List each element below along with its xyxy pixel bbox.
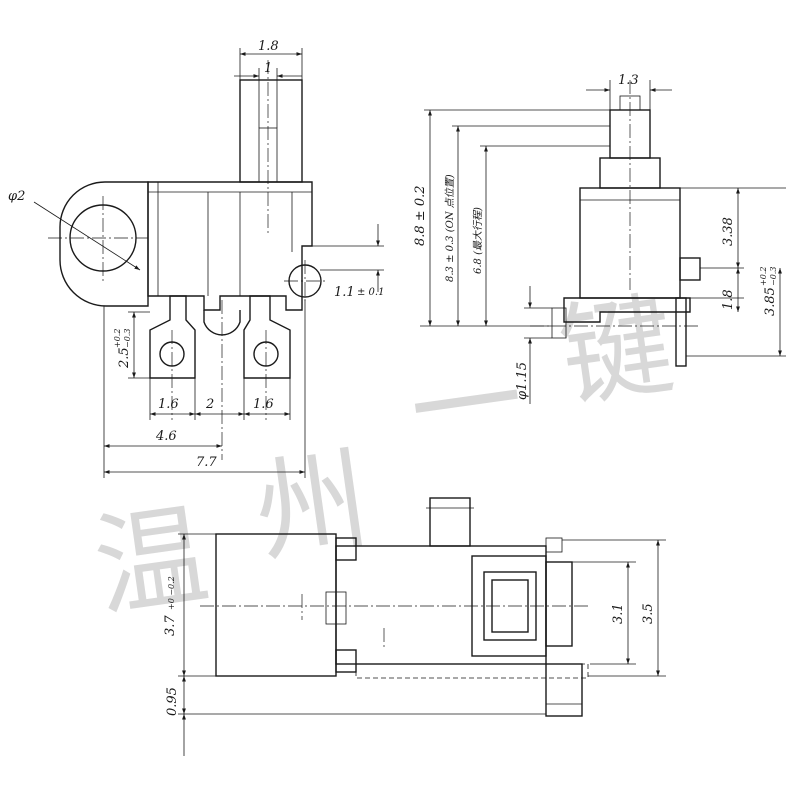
top-side-block [545, 561, 573, 647]
watermark: 温 州 一 键 [87, 280, 682, 634]
watermark-char-3: 一 [402, 335, 531, 479]
top-view: 3.7 +0 −0.2 0.95 3.1 3.5 [163, 497, 666, 756]
front-dim-1: 1 [264, 61, 272, 76]
front-dim-4-6: 4.6 [155, 429, 177, 444]
side-view: 1.3 8.8 ± 0.2 8.3 ± 0.3 (ON 点位置) 6.8 (最大… [413, 73, 786, 404]
side-dim-3-38: 3.38 [721, 217, 736, 246]
front-view: φ2 1.8 1 1.1 ± 0.1 [8, 39, 384, 478]
watermark-char-2: 州 [247, 435, 376, 579]
top-dim-0-95: 0.95 [165, 687, 180, 716]
front-dim-1-1: 1.1 [334, 285, 355, 300]
front-dim-2: 2 [205, 397, 214, 412]
front-phi2-label: φ2 [8, 189, 25, 204]
side-dim-8-3: 8.3 ± 0.3 (ON 点位置) [444, 174, 456, 282]
front-body [147, 181, 313, 311]
front-dim-1-6-right: 1.6 [253, 397, 274, 412]
top-dim-3-1: 3.1 [611, 603, 626, 624]
side-dim-phi-1-15: φ1.15 [515, 362, 530, 400]
top-clip-upper [335, 537, 357, 561]
front-dim-1-1-tol: ± 0.1 [357, 287, 384, 298]
front-dim-2-5-tol-up: +0.2 [113, 329, 122, 348]
side-dim-6-8: 6.8 (最大行程) [472, 207, 484, 274]
top-terminal-pin [545, 663, 583, 717]
top-slot [325, 591, 347, 625]
watermark-char-4: 键 [552, 280, 681, 424]
side-dim-1-8: 1.8 [721, 289, 736, 310]
side-nub [679, 257, 701, 281]
front-dim-1-8: 1.8 [258, 39, 279, 54]
top-button-frame [483, 571, 537, 641]
watermark-char-1: 温 [87, 490, 216, 634]
top-button [491, 579, 529, 633]
front-actuator [239, 79, 303, 183]
front-dim-1-6-left: 1.6 [158, 397, 179, 412]
side-dim-3-85-tol-up: +0.2 [759, 267, 768, 286]
top-clip-lower [335, 649, 357, 673]
top-dim-3-5: 3.5 [641, 603, 656, 624]
front-dim-2-5-tol-dn: −0.3 [123, 329, 132, 348]
top-actuator [429, 497, 471, 547]
front-mount-ear [59, 181, 149, 307]
front-dim-7-7: 7.7 [196, 455, 217, 470]
front-dim-2-5: 2.5 [117, 347, 132, 369]
side-dim-3-85-tol-dn: −0.3 [769, 267, 778, 286]
top-dim-3-7-tol: +0 −0.2 [167, 576, 176, 610]
top-terminal-strip [355, 663, 589, 679]
side-dim-3-85: 3.85 [763, 287, 778, 316]
side-dim-8-8: 8.8 ± 0.2 [413, 185, 428, 246]
top-dim-3-7: 3.7 [163, 615, 178, 636]
side-pin [675, 297, 687, 367]
side-dim-1-3: 1.3 [618, 73, 639, 88]
